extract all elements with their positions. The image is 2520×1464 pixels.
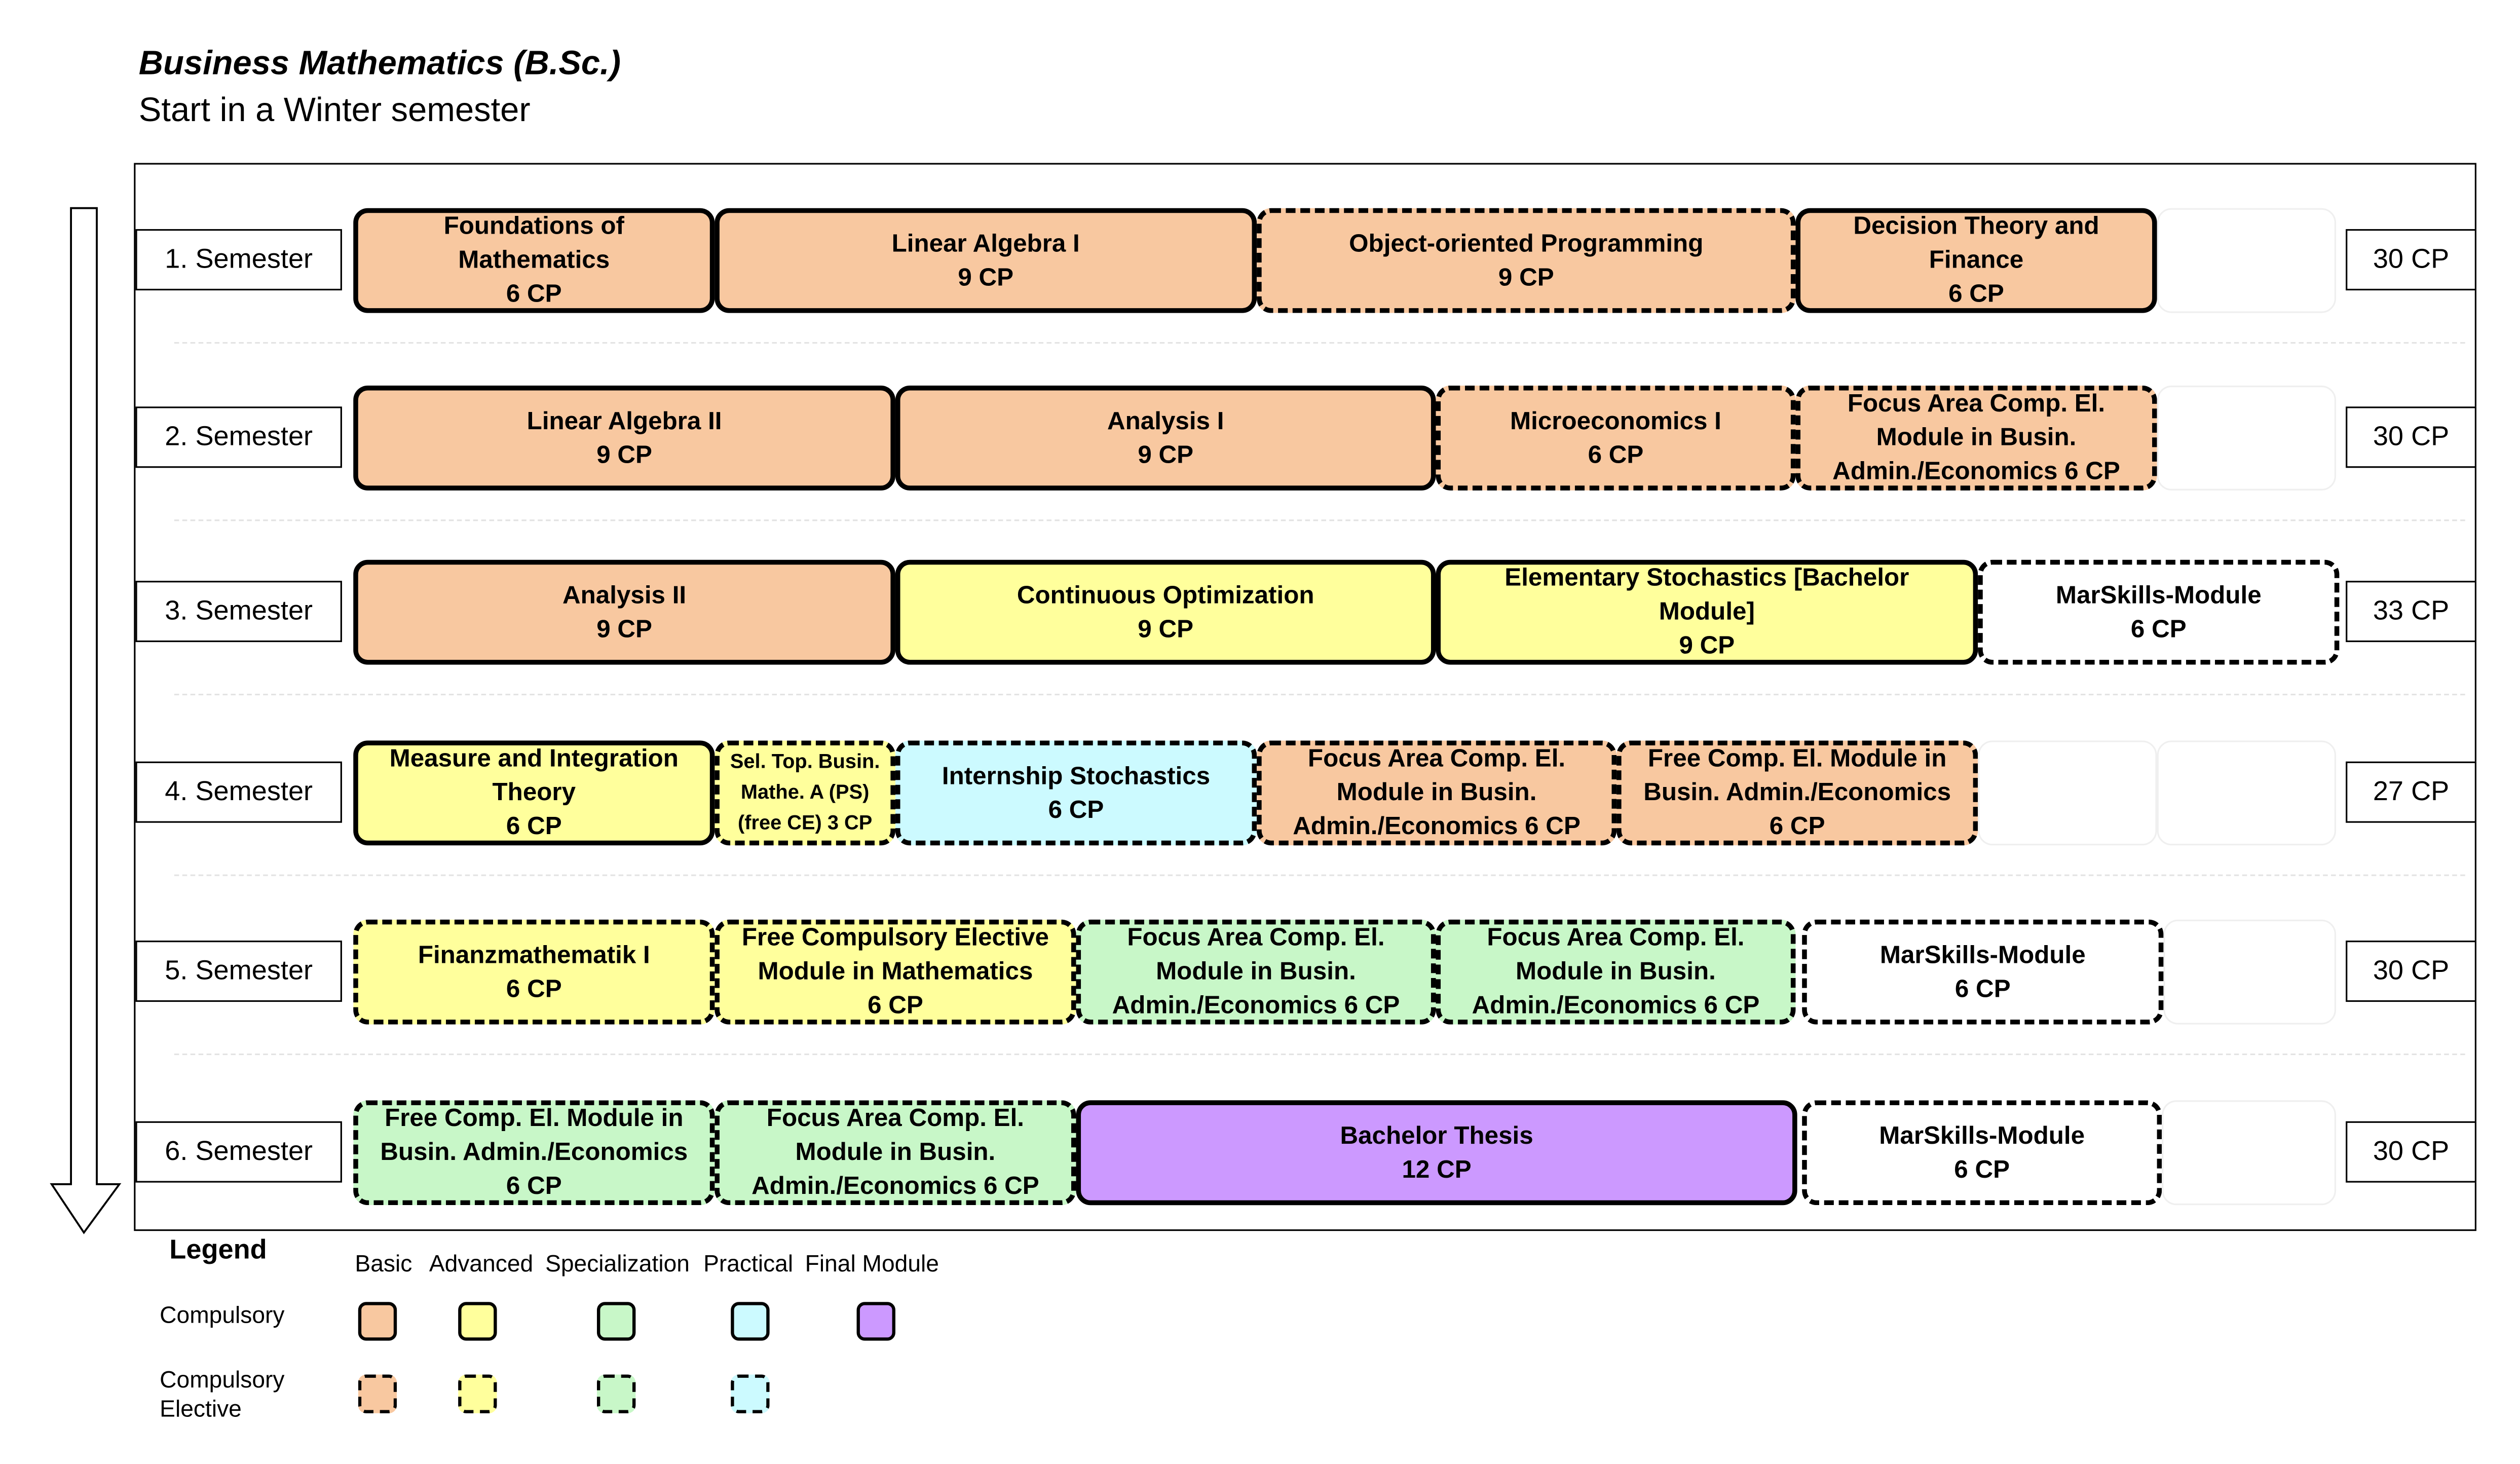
module-name: MarSkills-Module 6 CP: [1879, 941, 2086, 1003]
module-name: Object-oriented Programming 9 CP: [1349, 230, 1704, 291]
module-box: Continuous Optimization 9 CP: [895, 559, 1436, 665]
module-box: Focus Area Comp. El. Module in Busin. Ad…: [1257, 740, 1617, 846]
module-name: Continuous Optimization 9 CP: [1017, 581, 1314, 643]
semester-credits: 33 CP: [2346, 581, 2476, 643]
semester-credits: 30 CP: [2346, 406, 2476, 468]
empty-slot: [2162, 1100, 2336, 1206]
module-box: Analysis II 9 CP: [353, 559, 895, 665]
module-box: Microeconomics I 6 CP: [1436, 385, 1796, 491]
module-name: Focus Area Comp. El. Module in Busin. Ad…: [1472, 924, 1760, 1020]
semester-label: 6. Semester: [135, 1121, 342, 1183]
module-name: Microeconomics I 6 CP: [1510, 407, 1721, 469]
module-name: Decision Theory and Finance 6 CP: [1853, 213, 2099, 309]
module-box: MarSkills-Module 6 CP: [1978, 559, 2340, 665]
module-name: Elementary Stochastics [Bachelor Module]…: [1505, 565, 1909, 660]
legend-row-label: Compulsory Elective: [160, 1368, 285, 1423]
module-name: Sel. Top. Busin. Mathe. A (PS) (free CE)…: [730, 750, 880, 834]
empty-slot: [2157, 740, 2336, 846]
module-box: Free Comp. El. Module in Busin. Admin./E…: [1616, 740, 1978, 846]
module-name: Free Comp. El. Module in Busin. Admin./E…: [380, 1105, 688, 1200]
page-title: Business Mathematics (B.Sc.): [138, 45, 621, 83]
legend-row-label: Compulsory: [160, 1303, 285, 1330]
legend-swatch-elective: [596, 1374, 636, 1413]
module-box: Sel. Top. Busin. Mathe. A (PS) (free CE)…: [714, 740, 895, 846]
module-box: Elementary Stochastics [Bachelor Module]…: [1436, 559, 1978, 665]
down-arrow-icon: [50, 207, 122, 1234]
page-subtitle: Start in a Winter semester: [138, 92, 531, 129]
module-box: Linear Algebra I 9 CP: [714, 208, 1257, 313]
legend-column-label: Final Module: [805, 1252, 939, 1278]
legend-swatch-compulsory: [358, 1302, 397, 1341]
legend-column-label: Practical: [703, 1252, 794, 1278]
legend-swatch-elective: [458, 1374, 497, 1413]
module-name: Bachelor Thesis 12 CP: [1340, 1122, 1533, 1184]
legend-swatch-elective: [731, 1374, 770, 1413]
module-name: Free Compulsory Elective Module in Mathe…: [741, 924, 1049, 1020]
module-box: Free Compulsory Elective Module in Mathe…: [714, 919, 1076, 1025]
module-name: Focus Area Comp. El. Module in Busin. Ad…: [751, 1105, 1039, 1200]
module-name: Free Comp. El. Module in Busin. Admin./E…: [1643, 745, 1951, 841]
module-name: Focus Area Comp. El. Module in Busin. Ad…: [1832, 390, 2120, 486]
semester-label: 4. Semester: [135, 761, 342, 823]
semester-credits: 30 CP: [2346, 229, 2476, 291]
module-box: MarSkills-Module 6 CP: [1802, 919, 2164, 1025]
module-name: Internship Stochastics 6 CP: [942, 762, 1211, 824]
module-name: Foundations of Mathematics 6 CP: [443, 213, 624, 309]
semester-label: 1. Semester: [135, 229, 342, 291]
semester-separator: [174, 874, 2465, 876]
module-name: Measure and Integration Theory 6 CP: [389, 745, 679, 841]
legend-swatch-compulsory: [596, 1302, 636, 1341]
empty-slot: [2157, 385, 2336, 491]
module-name: MarSkills-Module 6 CP: [2055, 581, 2262, 643]
legend-swatch-compulsory: [856, 1302, 895, 1341]
module-box: Object-oriented Programming 9 CP: [1257, 208, 1796, 313]
semester-label: 2. Semester: [135, 406, 342, 468]
legend-column-label: Advanced: [429, 1252, 534, 1278]
module-name: MarSkills-Module 6 CP: [1879, 1122, 2085, 1184]
module-box: Focus Area Comp. El. Module in Busin. Ad…: [714, 1100, 1076, 1206]
legend-swatch-compulsory: [458, 1302, 497, 1341]
legend-column-label: Basic: [355, 1252, 412, 1278]
module-name: Linear Algebra II 9 CP: [526, 407, 722, 469]
legend-swatch-elective: [358, 1374, 397, 1413]
semester-frame: [134, 163, 2476, 1231]
semester-credits: 30 CP: [2346, 941, 2476, 1002]
semester-separator: [174, 1053, 2465, 1056]
empty-slot: [2163, 919, 2336, 1025]
semester-label: 5. Semester: [135, 941, 342, 1002]
module-box: Decision Theory and Finance 6 CP: [1795, 208, 2157, 313]
module-name: Linear Algebra I 9 CP: [891, 230, 1080, 291]
module-box: Free Comp. El. Module in Busin. Admin./E…: [353, 1100, 715, 1206]
module-name: Analysis I 9 CP: [1107, 407, 1224, 469]
empty-slot: [2157, 208, 2336, 313]
module-box: Measure and Integration Theory 6 CP: [353, 740, 715, 846]
empty-slot: [1978, 740, 2157, 846]
module-name: Focus Area Comp. El. Module in Busin. Ad…: [1112, 924, 1400, 1020]
semester-credits: 27 CP: [2346, 761, 2476, 823]
module-box: Bachelor Thesis 12 CP: [1076, 1100, 1797, 1206]
module-name: Finanzmathematik I 6 CP: [418, 941, 650, 1003]
module-box: Linear Algebra II 9 CP: [353, 385, 895, 491]
legend-title: Legend: [169, 1234, 267, 1265]
module-name: Analysis II 9 CP: [562, 581, 687, 643]
semester-credits: 30 CP: [2346, 1121, 2476, 1183]
module-box: MarSkills-Module 6 CP: [1802, 1100, 2162, 1206]
semester-separator: [174, 693, 2465, 696]
semester-separator: [174, 519, 2465, 521]
semester-separator: [174, 342, 2465, 344]
module-box: Foundations of Mathematics 6 CP: [353, 208, 715, 313]
module-box: Focus Area Comp. El. Module in Busin. Ad…: [1795, 385, 2157, 491]
legend-column-label: Specialization: [545, 1252, 690, 1278]
legend-swatch-compulsory: [731, 1302, 770, 1341]
module-box: Finanzmathematik I 6 CP: [353, 919, 715, 1025]
module-box: Analysis I 9 CP: [895, 385, 1436, 491]
module-box: Focus Area Comp. El. Module in Busin. Ad…: [1076, 919, 1436, 1025]
module-box: Focus Area Comp. El. Module in Busin. Ad…: [1436, 919, 1796, 1025]
module-box: Internship Stochastics 6 CP: [895, 740, 1257, 846]
semester-label: 3. Semester: [135, 581, 342, 643]
module-name: Focus Area Comp. El. Module in Busin. Ad…: [1293, 745, 1581, 841]
